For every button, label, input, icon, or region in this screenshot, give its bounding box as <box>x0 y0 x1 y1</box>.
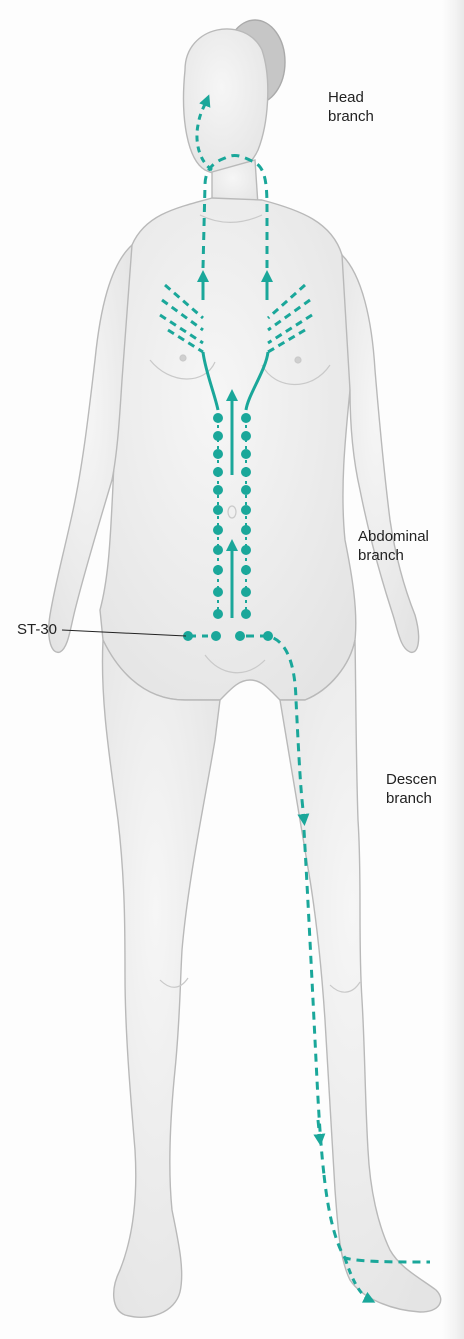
left-leg <box>102 640 220 1317</box>
st-30-label: ST-30 <box>17 620 57 639</box>
paper-edge <box>442 0 464 1339</box>
torso <box>100 198 356 700</box>
head <box>184 29 268 174</box>
descending-branch-label: Descen branch <box>386 770 437 808</box>
right-leg <box>280 640 441 1312</box>
abdominal-branch-label: Abdominal branch <box>358 527 429 565</box>
body-silhouette <box>49 20 441 1317</box>
head-branch-label: Head branch <box>328 88 374 126</box>
